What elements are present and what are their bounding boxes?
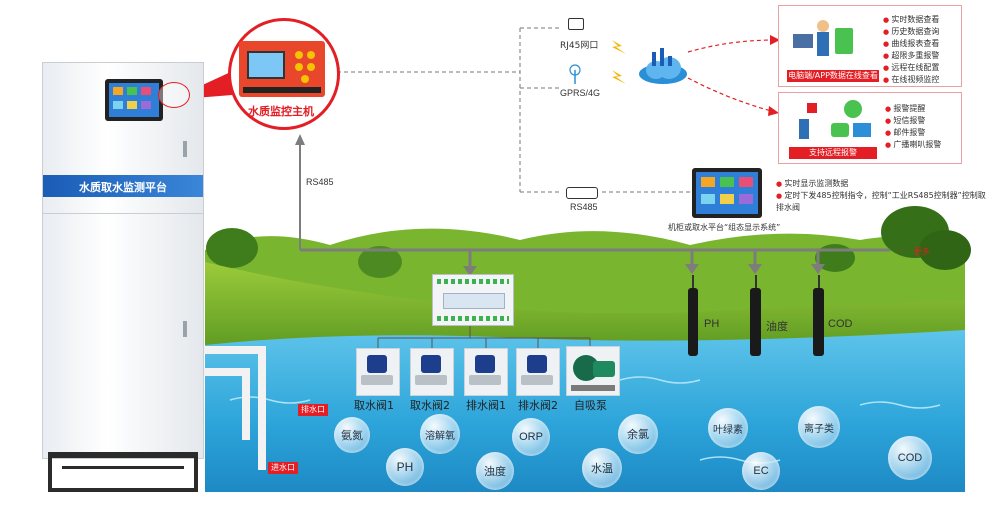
controller-callout: 水质监控主机 [228,18,340,130]
cabinet-handle-top[interactable] [183,141,187,157]
zoom-highlight [158,82,190,108]
sensor-cable-ph [692,275,694,290]
list-item: 报警提醒 [885,103,941,115]
sensor-label-cod: COD [828,318,853,330]
cabinet: 水质取水监测平台 [42,62,204,459]
list-item: 实时数据查看 [883,14,939,26]
sensor-label-oil: 油度 [766,320,788,333]
gprs-label: GPRS/4G [560,88,601,98]
list-item: 短信报警 [885,115,941,127]
list-item: 邮件报警 [885,127,941,139]
rj45-icon [568,18,584,30]
rs485-port-icon [566,187,598,199]
param-bubble: 叶绿素 [708,408,748,448]
list-item: 广播喇叭报警 [885,139,941,151]
sensor-cable-oil [755,275,757,290]
cloud-panel-badge: 电脑端/APP数据在线查看 [787,70,879,82]
rs485-controller-box [432,274,514,326]
label-intake-valve-2: 取水阀2 [410,399,450,412]
gprs-antenna-icon [568,64,582,84]
display-screen[interactable] [692,168,762,218]
label-drain-valve-1: 排水阀1 [466,399,506,412]
rs485-label-side: RS485 [306,177,334,187]
rs485-label-bottom: RS485 [570,202,598,212]
sensor-more-label: · · · ·更多 [896,247,930,256]
cabinet-title: 水质取水监测平台 [79,181,167,194]
cabinet-handle-bottom[interactable] [183,321,187,337]
cod-sensor-probe [813,288,824,356]
list-item: 远程在线配置 [883,62,939,74]
list-item: 历史数据查询 [883,26,939,38]
drain-port-label: 排水口 [298,404,328,416]
intake-valve-1 [356,348,400,396]
param-bubble: PH [386,448,424,486]
people-illustration-icon [789,12,859,66]
label-drain-valve-2: 排水阀2 [518,399,558,412]
drain-valve-1 [464,348,508,396]
display-caption: 机柜或取水平台“组态显示系统” [668,223,781,232]
label-intake-valve-1: 取水阀1 [354,399,394,412]
param-bubble: 浊度 [476,452,514,490]
list-item: 定时下发485控制指令，控制“工业RS485控制器”控制取排水阀 [776,190,986,213]
cloud-icon [636,44,690,88]
label-pump: 自吸泵 [574,399,607,412]
param-bubble: COD [888,436,932,480]
cabinet-screen[interactable] [105,79,163,121]
list-item: 超限多重报警 [883,50,939,62]
sensor-cable-cod [818,275,820,290]
list-item: 在线视频监控 [883,74,939,86]
list-item: 实时显示监测数据 [776,178,986,190]
alarm-panel-badge: 支持远程报警 [789,147,877,159]
alarm-panel: 支持远程报警 报警提醒 短信报警 邮件报警 广播喇叭报警 [778,92,962,164]
display-notes: 实时显示监测数据 定时下发485控制指令，控制“工业RS485控制器”控制取排水… [776,178,986,213]
cloud-feature-list: 实时数据查看 历史数据查询 曲线报表查看 超限多重报警 远程在线配置 在线视频监… [883,14,939,86]
param-bubble: 离子类 [798,406,840,448]
cabinet-title-bar: 水质取水监测平台 [43,175,203,197]
ph-sensor-probe [688,288,698,356]
cloud-panel: 电脑端/APP数据在线查看 实时数据查看 历史数据查询 曲线报表查看 超限多重报… [778,5,962,87]
alarm-icons [793,97,873,143]
self-priming-pump [566,346,620,396]
param-bubble: 水温 [582,448,622,488]
cabinet-stand [48,452,198,492]
intake-valve-2 [410,348,454,396]
rj45-label: RJ45网口 [560,41,599,51]
controller-board [239,41,325,97]
alarm-feature-list: 报警提醒 短信报警 邮件报警 广播喇叭报警 [885,103,941,151]
param-bubble: ORP [512,418,550,456]
sensor-label-ph: PH [704,318,720,330]
list-item: 曲线报表查看 [883,38,939,50]
param-bubble: 溶解氧 [420,414,460,454]
oil-sensor-probe [750,288,761,356]
param-bubble: 氨氮 [334,417,370,453]
param-bubble: 余氯 [618,414,658,454]
param-bubble: EC [742,452,780,490]
inlet-port-label: 进水口 [268,462,298,474]
controller-label: 水质监控主机 [248,105,314,118]
drain-valve-2 [516,348,560,396]
